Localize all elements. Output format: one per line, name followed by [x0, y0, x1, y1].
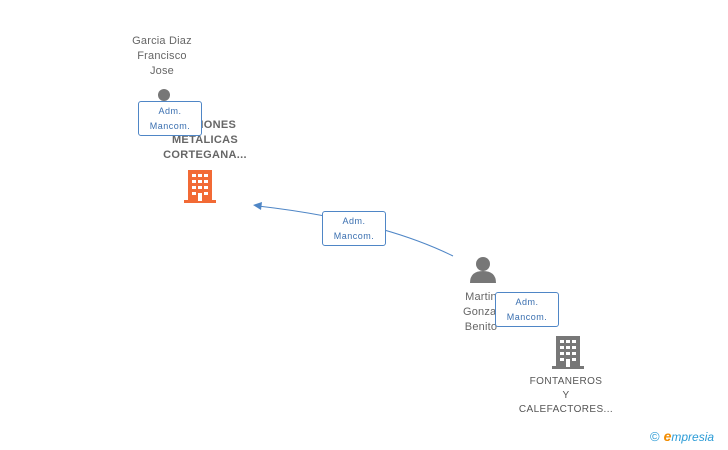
name-line: Garcia Diaz [132, 35, 192, 47]
person-icon[interactable] [470, 256, 496, 283]
name-line: METALICAS [171, 134, 239, 146]
role-line: Adm. [515, 297, 539, 307]
company-name-fontaneros[interactable]: FONTANEROS Y CALEFACTORES... [506, 375, 626, 417]
building-icon[interactable] [184, 168, 216, 204]
brand-rest: mpresia [671, 430, 715, 444]
name-line: FONTANEROS [529, 376, 603, 387]
name-line: CALEFACTORES... [518, 404, 614, 415]
empresia-watermark: ©empresia [650, 428, 714, 444]
name-line: Benito [464, 321, 498, 333]
building-icon[interactable] [552, 334, 584, 370]
role-badge-martin[interactable]: Adm. Mancom. [495, 292, 559, 327]
copyright-icon: © [650, 429, 660, 444]
name-line: CORTEGANA... [163, 149, 247, 161]
name-line: Martin [465, 291, 497, 303]
role-line: Mancom. [506, 312, 548, 322]
role-badge-edge[interactable]: Adm. Mancom. [322, 211, 386, 246]
name-line: Jose [149, 65, 175, 77]
edge-arrowhead [253, 202, 262, 210]
role-line: Mancom. [149, 121, 191, 131]
role-line: Mancom. [333, 231, 375, 241]
role-badge-garcia[interactable]: Adm. Mancom. [138, 101, 202, 136]
role-line: Adm. [342, 216, 366, 226]
name-line: Gonzal [462, 306, 500, 318]
person-name-martin[interactable]: Martin Gonzal Benito [446, 290, 516, 335]
person-name-garcia[interactable]: Garcia Diaz Francisco Jose [110, 34, 214, 79]
name-line: Y [562, 390, 570, 401]
name-line: Francisco [137, 50, 187, 62]
brand-initial: e [663, 428, 672, 444]
role-line: Adm. [158, 106, 182, 116]
